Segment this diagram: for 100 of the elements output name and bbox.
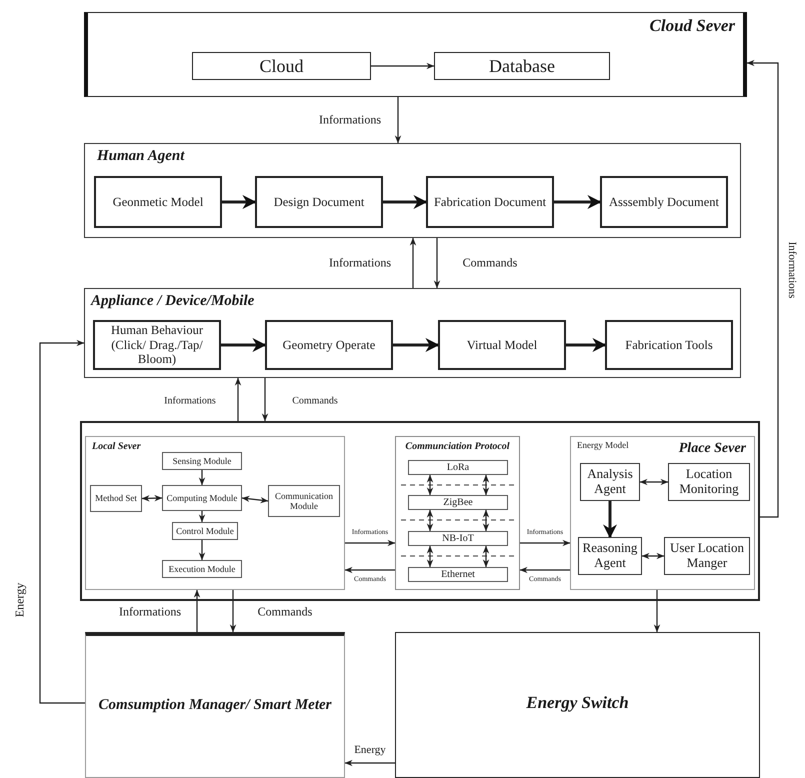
arrow — [222, 195, 256, 209]
edge-label: Informations — [163, 396, 217, 406]
arrow — [426, 510, 434, 532]
box-label: Sensing Module — [172, 456, 232, 466]
arrow — [345, 540, 396, 546]
arrow — [394, 97, 402, 144]
edge-label: Commands — [462, 256, 518, 270]
process-box — [192, 52, 371, 80]
box-label: Cloud — [259, 56, 304, 76]
arrow — [344, 760, 395, 766]
box-label: Method Set — [95, 493, 137, 504]
server-panel — [570, 436, 755, 590]
panel-title: Human Agent — [97, 148, 184, 164]
arrow — [482, 546, 490, 568]
process-box — [172, 522, 238, 540]
box-label: Database — [489, 56, 555, 76]
process-box — [268, 485, 340, 517]
panel-title: Comsumption Manager/ Smart Meter — [98, 696, 332, 714]
arrow — [198, 540, 206, 560]
process-box — [265, 320, 393, 370]
process-box — [162, 560, 242, 578]
box-label: Human Behaviour (Click/ Drag./Tap/ Bloom) — [110, 323, 204, 367]
edge-label: Commands — [291, 396, 339, 406]
box-label: Geonmetic Model — [112, 194, 204, 210]
edge-label: Energy — [13, 582, 27, 618]
arrow — [520, 540, 570, 546]
panel-title: Energy Switch — [525, 694, 630, 712]
process-box — [664, 537, 750, 575]
server-panel — [84, 12, 747, 97]
process-box — [434, 52, 610, 80]
device-panel — [395, 632, 760, 778]
box-label: Geometry Operate — [282, 338, 376, 352]
protocol-panel — [395, 436, 520, 590]
box-label: ZigBee — [443, 496, 473, 508]
arrow — [371, 62, 434, 70]
box-label: LoRa — [446, 462, 470, 474]
process-box — [668, 463, 750, 501]
arrow — [640, 478, 668, 486]
box-label: Analysis Agent — [586, 467, 634, 497]
panel-title: Local Sever — [92, 441, 141, 452]
process-box — [580, 463, 640, 501]
process-box — [438, 320, 566, 370]
process-box — [426, 176, 554, 228]
box-label: Reasoning Agent — [582, 541, 638, 571]
arrow — [393, 338, 440, 352]
box-label: Computing Module — [166, 492, 238, 504]
box-label: Communication Module — [274, 490, 334, 512]
arrow — [198, 470, 206, 486]
arrow — [262, 378, 268, 422]
process-box — [408, 531, 508, 546]
arrow — [482, 474, 490, 496]
arrow — [344, 566, 395, 574]
box-label: Virtual Model — [466, 338, 538, 352]
process-box — [93, 320, 221, 370]
edge-label: Informations — [318, 113, 382, 127]
arrow — [426, 474, 434, 496]
panel-title: Energy Model — [577, 441, 629, 451]
arrow — [426, 546, 434, 568]
edge-label: Informations — [786, 240, 798, 300]
server-panel — [85, 436, 345, 590]
box-label: NB-IoT — [442, 532, 474, 544]
arrow — [434, 238, 440, 288]
box-label: Control Module — [176, 526, 234, 536]
box-label: Design Document — [274, 194, 364, 210]
process-box — [162, 485, 242, 511]
box-label: Ethernet — [441, 568, 475, 580]
box-label: Fabrication Document — [434, 194, 546, 210]
arrow — [234, 378, 242, 421]
process-box — [605, 320, 733, 370]
arrow — [603, 501, 617, 538]
process-box — [408, 460, 508, 475]
box-label: User Location Manger — [668, 541, 745, 571]
edge-label: Informations — [328, 256, 392, 270]
group-panel — [84, 143, 741, 238]
edge-label: Commands — [256, 605, 314, 619]
arrow — [410, 238, 416, 288]
arrow — [482, 510, 490, 532]
process-box — [255, 176, 383, 228]
box-label: Fabrication Tools — [625, 338, 713, 352]
device-panel — [85, 632, 345, 778]
arrow — [520, 566, 570, 574]
edge-label: Informations — [118, 605, 182, 619]
process-box — [600, 176, 728, 228]
arrow — [39, 340, 85, 704]
arrow — [221, 338, 266, 352]
arrow — [554, 195, 602, 209]
group-panel — [84, 288, 741, 378]
system-frame — [80, 421, 760, 601]
edge-label: Energy — [353, 744, 387, 756]
arrow — [566, 338, 606, 352]
panel-title: Cloud Sever — [650, 17, 735, 36]
process-box — [94, 176, 222, 228]
arrow — [194, 590, 200, 632]
process-box — [408, 495, 508, 510]
arrow — [642, 552, 664, 560]
box-label: Execution Module — [168, 564, 236, 574]
arrow — [230, 590, 236, 632]
panel-title: Communciation Protocol — [404, 441, 511, 452]
box-label: Location Monitoring — [678, 467, 740, 497]
process-box — [162, 452, 242, 470]
